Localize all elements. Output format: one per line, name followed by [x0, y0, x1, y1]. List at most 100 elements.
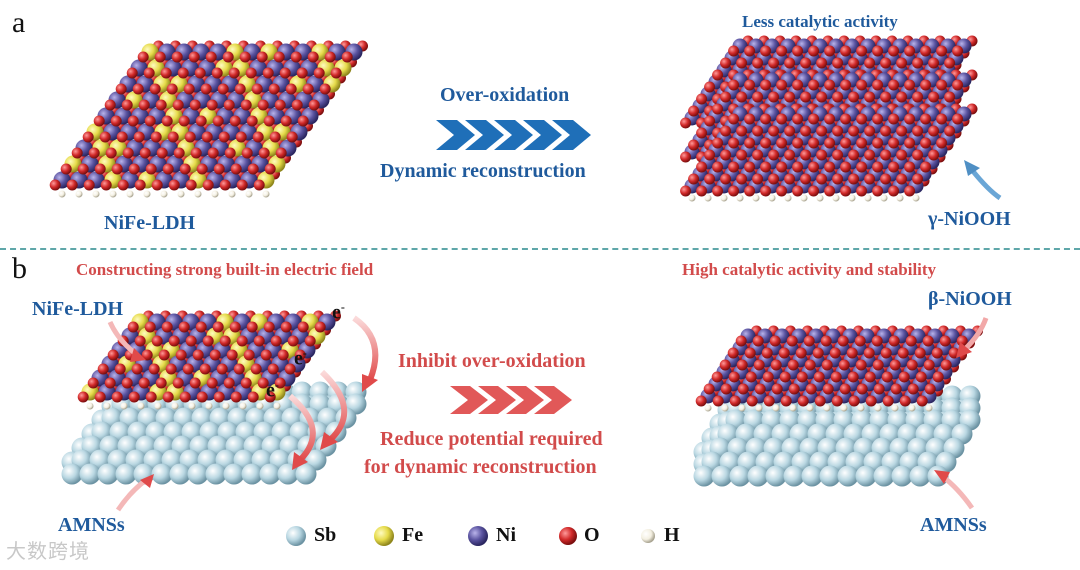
- oxygen-atom: [184, 131, 196, 143]
- oxygen-atom: [720, 383, 732, 395]
- oxygen-atom: [803, 335, 815, 347]
- oxygen-atom: [720, 125, 732, 137]
- nife-ldh-label-a: NiFe-LDH: [104, 212, 196, 234]
- legend-ni-sphere: [468, 526, 488, 546]
- oxygen-atom: [219, 335, 231, 347]
- oxygen-atom: [796, 371, 808, 383]
- oxygen-atom: [252, 131, 264, 143]
- oxygen-atom: [133, 131, 145, 143]
- oxygen-atom: [822, 383, 834, 395]
- hydrogen-atom: [256, 402, 264, 410]
- oxygen-atom: [736, 359, 748, 371]
- oxygen-atom: [778, 347, 790, 359]
- oxygen-atom: [156, 147, 168, 159]
- hydrogen-atom: [806, 404, 814, 412]
- nife-ldh-on-amnss-structure: [61, 310, 367, 485]
- oxygen-atom: [189, 377, 201, 389]
- oxygen-atom: [205, 51, 217, 63]
- oxygen-atom: [302, 83, 314, 95]
- oxygen-atom: [77, 163, 89, 175]
- oxygen-atom: [824, 161, 836, 173]
- hydrogen-atom: [752, 194, 760, 202]
- oxygen-atom: [304, 335, 316, 347]
- oxygen-atom: [784, 57, 796, 69]
- oxygen-atom: [297, 115, 309, 127]
- oxygen-atom: [267, 363, 279, 375]
- oxygen-atom: [77, 391, 89, 403]
- oxygen-atom: [816, 149, 828, 161]
- oxygen-atom: [284, 363, 296, 375]
- oxygen-atom: [262, 67, 274, 79]
- oxygen-atom: [234, 83, 246, 95]
- oxygen-atom: [277, 349, 289, 361]
- oxygen-atom: [49, 179, 61, 191]
- oxygen-atom: [808, 113, 820, 125]
- oxygen-atom: [916, 395, 928, 407]
- oxygen-atom: [889, 359, 901, 371]
- oxygen-atom: [888, 137, 900, 149]
- oxygen-atom: [768, 125, 780, 137]
- hydrogen-atom: [688, 194, 696, 202]
- oxygen-atom: [297, 321, 309, 333]
- oxygen-atom: [696, 127, 708, 139]
- oxygen-atom: [816, 173, 828, 185]
- oxygen-atom: [211, 67, 223, 79]
- oxygen-atom: [294, 349, 306, 361]
- hydrogen-atom: [864, 194, 872, 202]
- oxygen-atom: [744, 347, 756, 359]
- oxygen-atom: [840, 185, 852, 197]
- legend-fe-label: Fe: [402, 524, 424, 546]
- oxygen-atom: [330, 67, 342, 79]
- oxygen-atom: [829, 347, 841, 359]
- oxygen-atom: [162, 391, 174, 403]
- electron-label-1: e-: [332, 300, 345, 324]
- hydrogen-atom: [92, 190, 100, 198]
- oxygen-atom: [768, 173, 780, 185]
- oxygen-atom: [728, 185, 740, 197]
- oxygen-atom: [134, 335, 146, 347]
- oxygen-atom: [127, 321, 139, 333]
- hydrogen-atom: [772, 404, 780, 412]
- hydrogen-atom: [874, 404, 882, 412]
- hydrogen-atom: [925, 404, 933, 412]
- oxygen-atom: [128, 391, 140, 403]
- oxygen-atom: [217, 83, 229, 95]
- oxygen-atom: [712, 395, 724, 407]
- chevron-arrow-a: [436, 120, 591, 150]
- antimony-atom: [97, 463, 119, 485]
- oxygen-atom: [754, 383, 766, 395]
- amnss-label-left: AMNSs: [58, 514, 125, 536]
- oxygen-atom: [171, 51, 183, 63]
- oxygen-atom: [253, 335, 265, 347]
- oxygen-atom: [291, 99, 303, 111]
- oxygen-atom: [865, 395, 877, 407]
- oxygen-atom: [162, 163, 174, 175]
- chevron-arrow-b: [450, 386, 572, 414]
- hydrogen-atom: [154, 402, 162, 410]
- oxygen-atom: [144, 115, 156, 127]
- oxygen-atom: [940, 359, 952, 371]
- oxygen-atom: [202, 335, 214, 347]
- oxygen-atom: [241, 147, 253, 159]
- hydrogen-atom: [273, 402, 281, 410]
- oxygen-atom: [880, 125, 892, 137]
- oxygen-atom: [880, 57, 892, 69]
- hydrogen-atom: [239, 402, 247, 410]
- hydrogen-atom: [171, 402, 179, 410]
- oxygen-atom: [239, 51, 251, 63]
- oxygen-atom: [776, 137, 788, 149]
- oxygen-atom: [928, 125, 940, 137]
- oxygen-atom: [745, 371, 757, 383]
- oxygen-atom: [155, 377, 167, 389]
- oxygen-atom: [236, 179, 248, 191]
- oxygen-atom: [816, 91, 828, 103]
- legend-h-label: H: [664, 524, 680, 546]
- oxygen-atom: [729, 395, 741, 407]
- oxygen-atom: [727, 347, 739, 359]
- hydrogen-atom: [912, 194, 920, 202]
- oxygen-atom: [229, 321, 241, 333]
- oxygen-atom: [206, 99, 218, 111]
- hydrogen-atom: [840, 404, 848, 412]
- oxygen-atom: [769, 335, 781, 347]
- oxygen-atom: [907, 383, 919, 395]
